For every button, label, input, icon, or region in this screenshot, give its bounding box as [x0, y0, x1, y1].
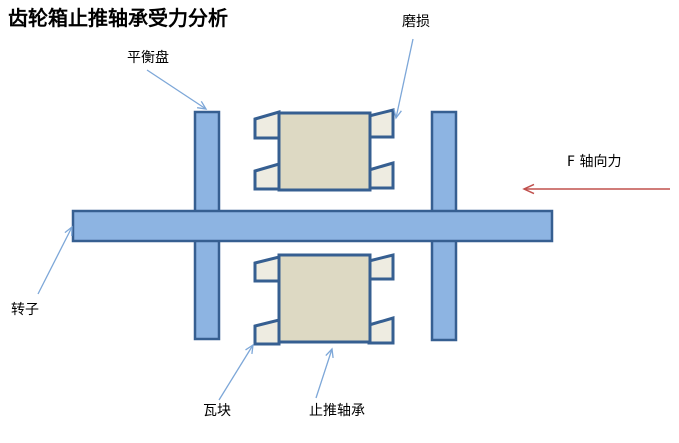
diagram-title: 齿轮箱止推轴承受力分析 [8, 6, 228, 30]
upper-bearing-pad-top-right [367, 108, 395, 139]
lower-bearing-pad-bottom-left [253, 318, 281, 346]
wear-label: 磨损 [402, 14, 430, 30]
axial-force-arrow [522, 183, 670, 195]
rotor-shaft-shape [71, 209, 554, 243]
lower-bearing-pad-top-left [253, 255, 281, 283]
pad-leader-arrow [218, 343, 254, 401]
rotor-leader-arrow [37, 225, 73, 295]
lower-bearing-pad-bottom-right [367, 316, 395, 345]
axial-force-label: F 轴向力 [567, 154, 622, 170]
thrust-bearing-leader-arrow [315, 347, 334, 399]
lower-bearing-pad-top-right [367, 253, 395, 281]
wear-leader-arrow [393, 38, 414, 120]
balance-disk-leader-arrow [146, 69, 208, 110]
upper-bearing-pad-bottom-right [367, 161, 395, 190]
pad-label: 瓦块 [203, 403, 231, 419]
lower-thrust-bearing-block [277, 253, 372, 344]
upper-thrust-bearing-block [277, 111, 372, 192]
balance-disk-label: 平衡盘 [127, 50, 169, 66]
thrust-bearing-label: 止推轴承 [309, 403, 365, 419]
upper-bearing-pad-top-left [253, 110, 281, 140]
upper-bearing-pad-bottom-left [253, 162, 281, 191]
rotor-label: 转子 [11, 302, 39, 318]
